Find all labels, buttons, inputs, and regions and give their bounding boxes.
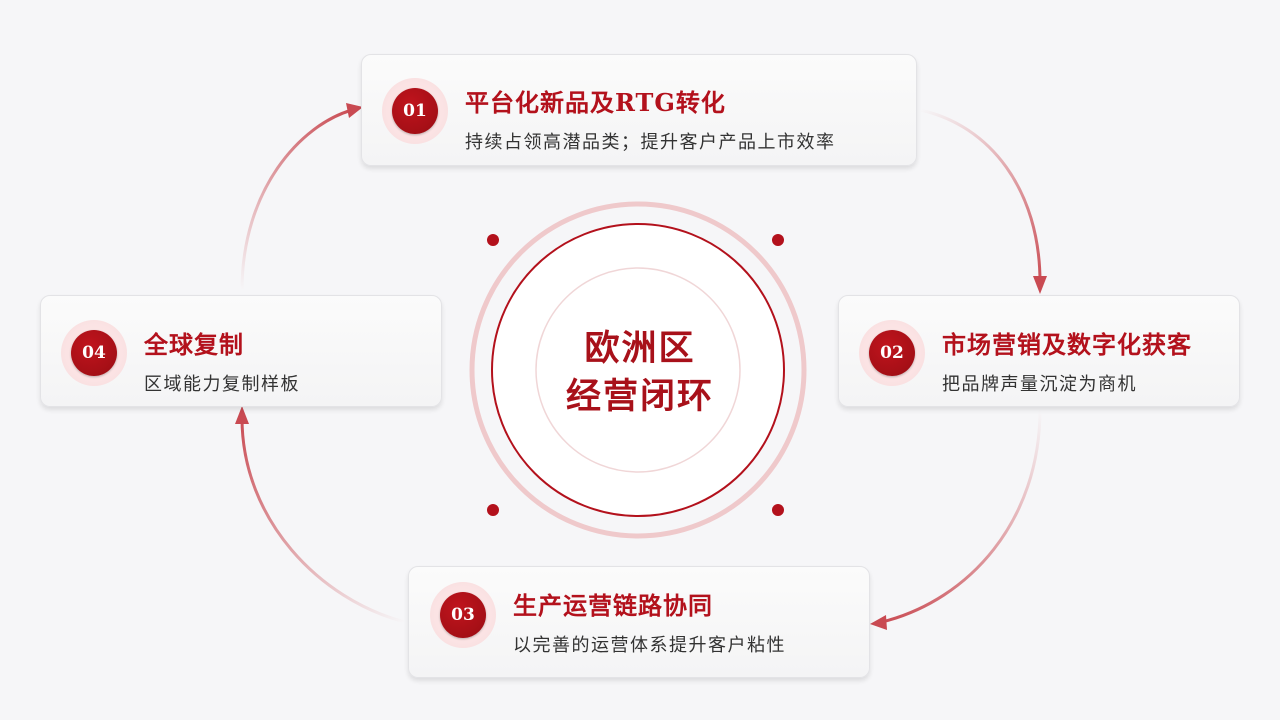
center-title-line-2: 经营闭环 xyxy=(565,376,714,417)
step-badge-04: 04 xyxy=(61,320,127,386)
step-title-03: 生产运营链路协同 xyxy=(513,591,713,620)
step-card-03: 03 生产运营链路协同 以完善的运营体系提升客户粘性 xyxy=(408,566,870,678)
step-card-02: 02 市场营销及数字化获客 把品牌声量沉淀为商机 xyxy=(838,295,1240,407)
arrow-03-to-04 xyxy=(240,417,406,624)
arrow-head-03-to-04 xyxy=(235,406,249,424)
center-inner-ring xyxy=(535,267,741,473)
decor-dot-top-left xyxy=(487,234,499,246)
step-title-01: 平台化新品及RTG转化 xyxy=(465,88,726,117)
arrow-04-to-01 xyxy=(240,108,353,291)
arrow-head-04-to-01 xyxy=(346,103,363,118)
step-subtitle-01: 持续占领高潜品类；提升客户产品上市效率 xyxy=(465,132,836,153)
decor-dot-bottom-left xyxy=(487,504,499,516)
arrow-head-02-to-03 xyxy=(870,615,887,630)
step-card-01: 01 平台化新品及RTG转化 持续占领高潜品类；提升客户产品上市效率 xyxy=(361,54,917,166)
decor-dot-top-right xyxy=(772,234,784,246)
arrow-02-to-03 xyxy=(881,409,1042,624)
step-number-01: 01 xyxy=(392,88,438,134)
decor-dot-bottom-right xyxy=(772,504,784,516)
step-number-03: 03 xyxy=(440,592,486,638)
arrow-01-to-02 xyxy=(919,108,1042,283)
center-title: 欧洲区 经营闭环 xyxy=(540,325,740,421)
arrow-head-01-to-02 xyxy=(1033,276,1047,294)
step-number-02: 02 xyxy=(869,330,915,376)
step-card-04: 04 全球复制 区域能力复制样板 xyxy=(40,295,442,407)
step-subtitle-02: 把品牌声量沉淀为商机 xyxy=(942,374,1137,395)
step-subtitle-04: 区域能力复制样板 xyxy=(144,374,300,395)
center-title-line-1: 欧洲区 xyxy=(584,328,696,369)
center-outer-ring xyxy=(469,201,807,539)
step-badge-02: 02 xyxy=(859,320,925,386)
step-number-04: 04 xyxy=(71,330,117,376)
step-title-02: 市场营销及数字化获客 xyxy=(942,330,1192,359)
step-badge-01: 01 xyxy=(382,78,448,144)
step-subtitle-03: 以完善的运营体系提升客户粘性 xyxy=(513,635,786,656)
step-badge-03: 03 xyxy=(430,582,496,648)
step-title-04: 全球复制 xyxy=(144,330,244,359)
